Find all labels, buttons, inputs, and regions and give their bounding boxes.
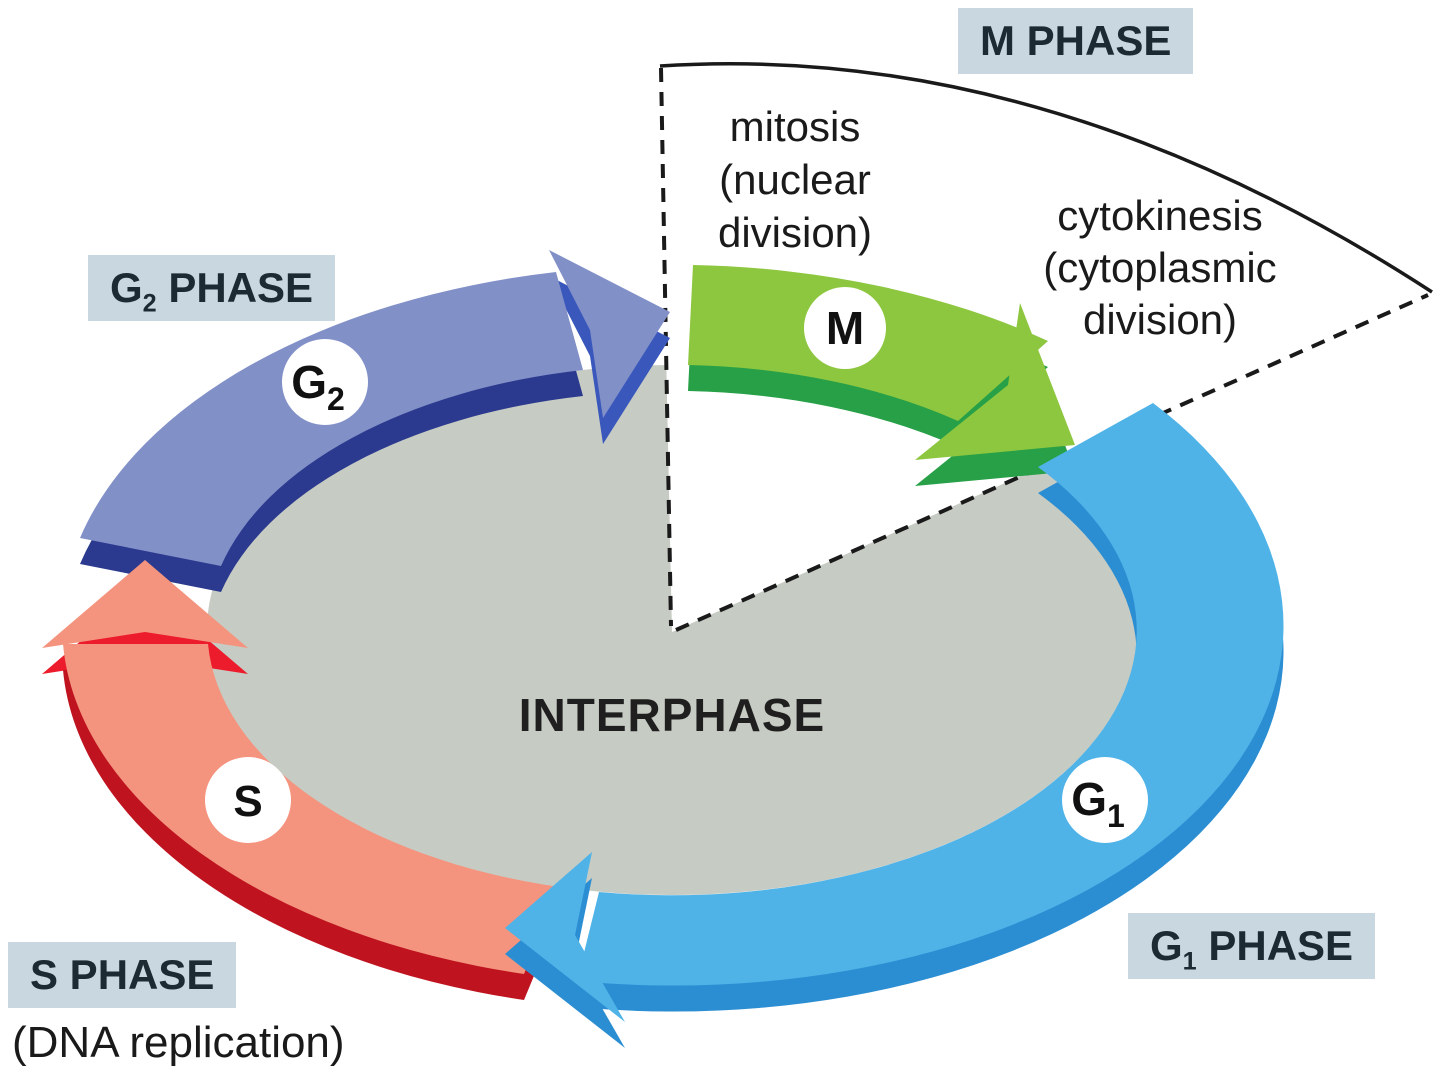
mitosis-line3: division)	[717, 209, 873, 256]
g1-ring-circle	[1062, 757, 1148, 843]
s-arrow	[42, 560, 560, 1000]
g2-ring-label: G2	[291, 356, 345, 417]
g1-ring-label: G1	[1071, 773, 1125, 834]
s-phase-subtitle: (DNA replication)	[12, 1018, 345, 1067]
g2-phase-label-sub: 2	[142, 289, 157, 318]
mitosis-annotation: mitosis (nuclear division)	[645, 100, 945, 259]
cytokinesis-line1: cytokinesis	[1057, 192, 1263, 239]
g1-phase-label-sub: 1	[1182, 947, 1197, 976]
cytokinesis-line3: division)	[1082, 296, 1238, 343]
s-arrow-band	[63, 644, 560, 974]
s-phase-label: S PHASE	[30, 951, 215, 998]
g2-ring-circle	[282, 339, 368, 425]
m-ring-circle	[804, 287, 886, 369]
g1-phase-label-base: G	[1150, 922, 1183, 969]
s-phase-label-box: S PHASE	[8, 942, 237, 1009]
g1-phase-label-box: G1 PHASE	[1128, 913, 1376, 980]
m-ring-label: M	[826, 302, 864, 354]
g2-phase-label-base: G	[110, 264, 143, 311]
m-phase-boundary-curve	[659, 62, 1433, 294]
g2-phase-label-box: G2 PHASE	[88, 255, 336, 322]
g2-phase-label-rest: PHASE	[156, 264, 314, 311]
m-arrow-head	[915, 303, 1075, 460]
m-phase-label: M PHASE	[980, 17, 1172, 64]
m-phase-wedge	[660, 63, 1432, 632]
g1-phase-label-rest: PHASE	[1196, 922, 1354, 969]
s-ring-label: S	[233, 777, 262, 826]
mitosis-line1: mitosis	[729, 103, 861, 150]
interphase-label: INTERPHASE	[519, 689, 825, 741]
g1-arrow-head	[505, 852, 625, 1022]
cytokinesis-line2: (cytoplasmic	[1043, 244, 1277, 291]
cytokinesis-annotation: cytokinesis (cytoplasmic division)	[990, 190, 1330, 346]
mitosis-line2: (nuclear	[719, 156, 871, 203]
wedge-left-dashed-line	[659, 67, 673, 627]
m-phase-label-box: M PHASE	[958, 8, 1194, 75]
s-arrow-head	[42, 560, 248, 648]
s-ring-circle	[205, 757, 291, 843]
g2-arrow-head	[549, 250, 670, 418]
